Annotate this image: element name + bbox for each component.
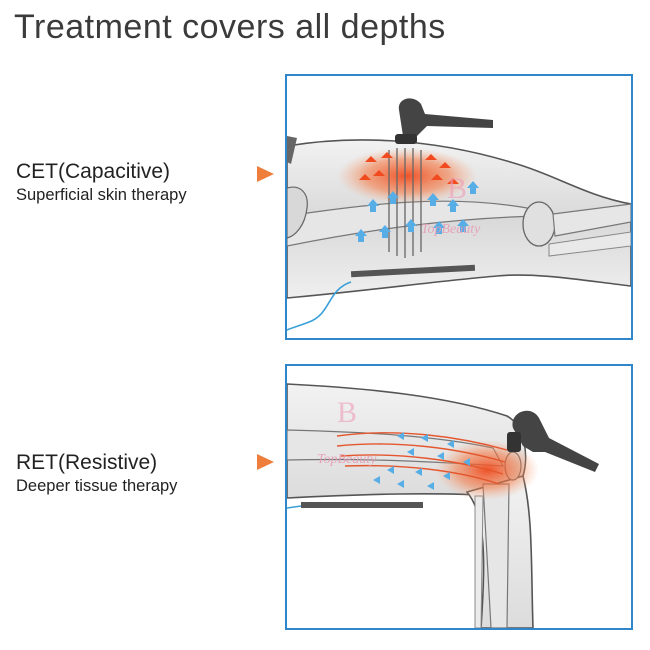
- cet-illustration-panel: B TopBeauty: [285, 74, 633, 340]
- watermark-text: TopBeauty: [317, 452, 377, 467]
- ret-pointer-arrow: [257, 454, 274, 470]
- watermark-logo: B: [447, 172, 468, 205]
- ret-knee-illustration: [287, 383, 599, 628]
- ret-mode-name: RET(Resistive): [16, 451, 158, 474]
- watermark-logo: B: [337, 396, 358, 429]
- ret-illustration-panel: B TopBeauty: [285, 364, 633, 630]
- cet-leg-illustration: [287, 98, 631, 331]
- cet-mode-description: Superficial skin therapy: [16, 186, 187, 204]
- cet-mode-name: CET(Capacitive): [16, 160, 171, 183]
- ret-mode-description: Deeper tissue therapy: [16, 477, 178, 495]
- ret-label: RET(Resistive) Deeper tissue therapy: [16, 451, 177, 497]
- cet-label: CET(Capacitive) Superficial skin therapy: [16, 160, 187, 206]
- page-title: Treatment covers all depths: [14, 8, 446, 46]
- cet-pointer-arrow: [257, 166, 274, 182]
- watermark-text: TopBeauty: [421, 222, 481, 237]
